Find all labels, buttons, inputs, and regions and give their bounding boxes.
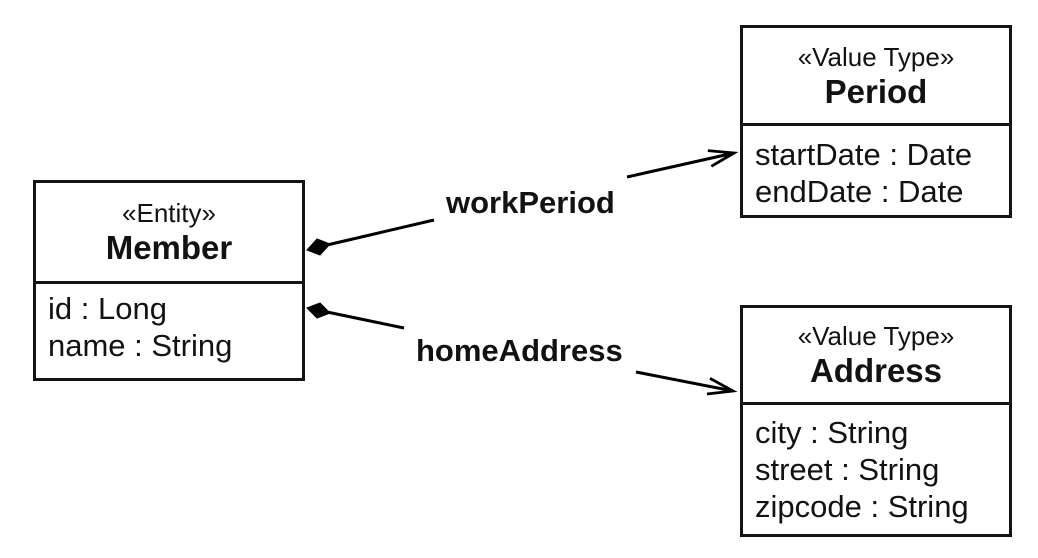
member-class-name: Member <box>105 229 233 266</box>
class-box-member: «Entity» Member id : Long name : String <box>33 180 305 381</box>
work-period-line-end <box>626 149 739 179</box>
address-class-name: Address <box>809 352 943 389</box>
member-header-compartment: «Entity» Member <box>36 183 302 284</box>
period-attributes-compartment: startDate : Date endDate : Date <box>743 126 1009 210</box>
class-box-address: «Value Type» Address city : String stree… <box>740 305 1012 537</box>
relation-label-workperiod: workPeriod <box>446 185 615 220</box>
period-header-compartment: «Value Type» Period <box>743 28 1009 126</box>
address-stereotype: «Value Type» <box>797 321 955 351</box>
composition-diamond-icon <box>306 238 331 256</box>
work-period-line-start <box>326 218 435 247</box>
member-attribute-name: name : String <box>48 328 233 363</box>
period-stereotype: «Value Type» <box>797 41 955 72</box>
address-attribute-street: street : String <box>755 452 940 487</box>
composition-diamond-icon <box>306 302 331 319</box>
member-stereotype: «Entity» <box>122 198 216 228</box>
address-header-compartment: «Value Type» Address <box>743 308 1009 405</box>
class-box-period: «Value Type» Period startDate : Date end… <box>740 25 1012 218</box>
period-attribute-startdate: startDate : Date <box>755 137 973 172</box>
address-attribute-zipcode: zipcode : String <box>755 489 969 524</box>
relation-label-homeaddress: homeAddress <box>416 333 623 368</box>
period-class-name: Period <box>824 72 928 110</box>
member-attributes-compartment: id : Long name : String <box>36 284 302 364</box>
home-address-line-end <box>635 370 738 396</box>
address-attribute-city: city : String <box>755 415 909 450</box>
period-attribute-enddate: endDate : Date <box>755 174 964 209</box>
home-address-line-start <box>326 310 405 330</box>
address-attributes-compartment: city : String street : String zipcode : … <box>743 405 1009 525</box>
member-attribute-id: id : Long <box>48 291 167 326</box>
